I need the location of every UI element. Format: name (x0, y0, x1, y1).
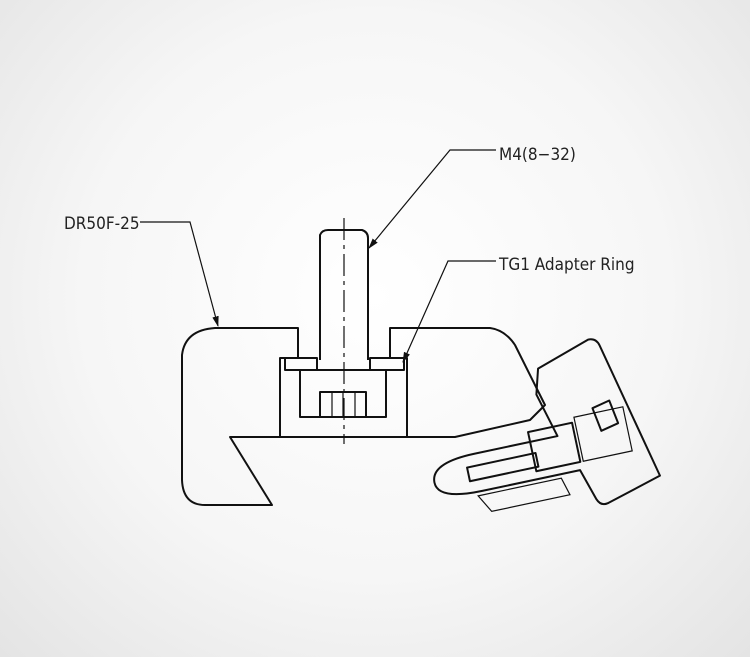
leader-dr50f: DR50F-25 (64, 214, 219, 328)
leader-tg1: TG1 Adapter Ring (402, 255, 635, 363)
locking-knob-assembly (433, 338, 661, 513)
clamp-body (181, 327, 546, 506)
m4-screw (299, 218, 387, 444)
leader-m4: M4(8−32) (368, 145, 576, 249)
label-tg1-adapter-ring: TG1 Adapter Ring (498, 255, 635, 275)
label-m4-screw: M4(8−32) (499, 145, 576, 165)
label-dr50f-25: DR50F-25 (64, 214, 140, 234)
tg1-adapter-ring (284, 357, 405, 371)
